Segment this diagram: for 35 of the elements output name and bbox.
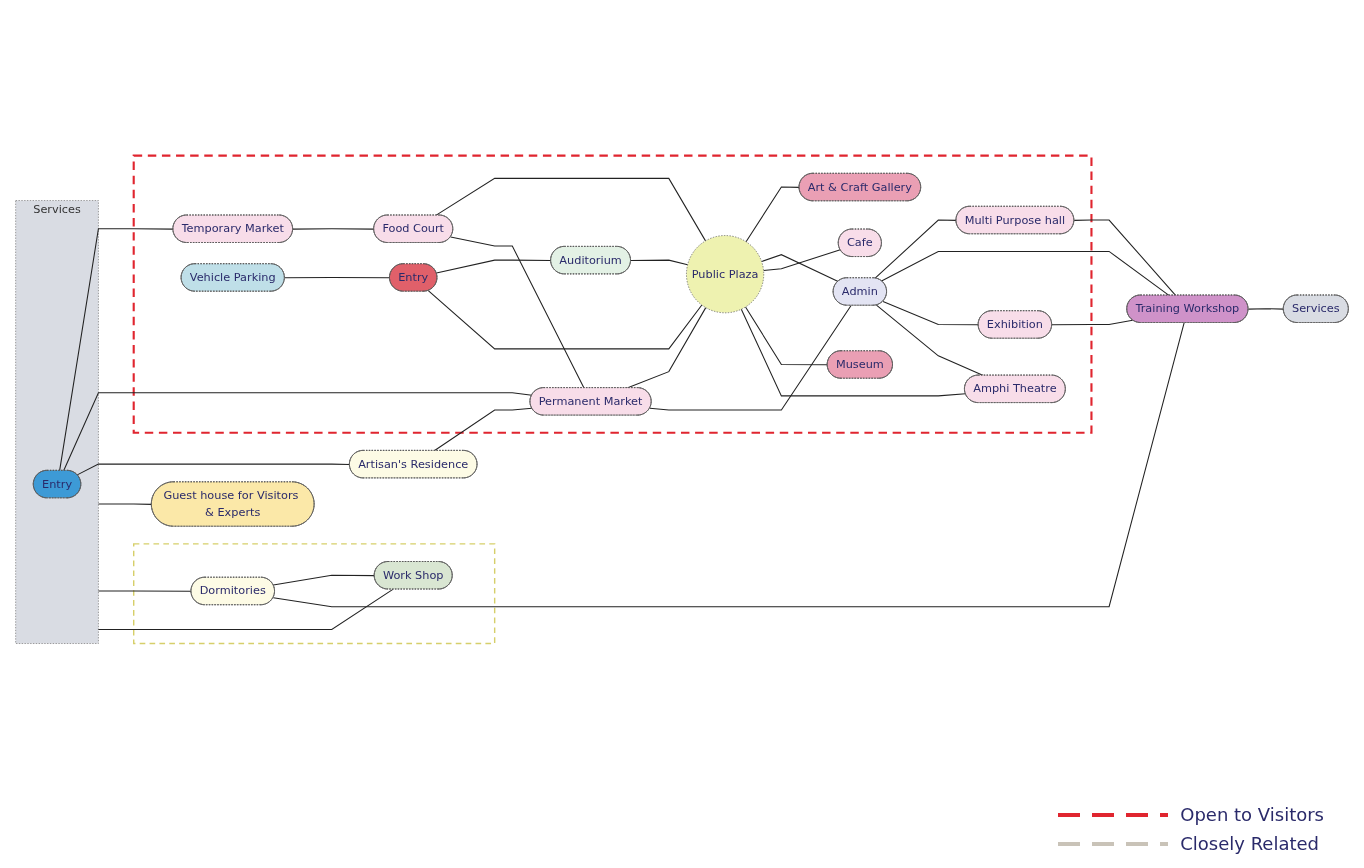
connector [97,589,394,631]
connector [649,305,852,411]
legend-label: Closely Related [1180,833,1320,854]
connector [1247,308,1285,311]
connector [97,590,192,593]
connector [881,251,1170,297]
connector [272,575,376,586]
connector [284,277,391,279]
connector [630,260,689,266]
connector [59,228,174,472]
connector [745,306,829,366]
connector [875,305,984,377]
connector [763,249,841,272]
connector [63,392,533,472]
connector [450,236,585,389]
connector [76,464,351,476]
connector [433,408,533,452]
connector [761,254,839,283]
legend-label: Open to Visitors [1180,804,1324,825]
cluster [132,155,1093,435]
connector [745,186,800,243]
connector [272,322,1185,608]
node-circle: Public Plaza [686,235,765,314]
connector [882,301,980,326]
connector [435,178,707,242]
connector [292,228,375,231]
connector [97,503,153,506]
connector [435,260,552,274]
connector [740,309,967,397]
connector [626,307,707,389]
cluster [133,543,496,645]
connector [427,290,703,350]
connector [1051,320,1134,326]
connector [1073,219,1177,297]
connector [874,219,957,280]
